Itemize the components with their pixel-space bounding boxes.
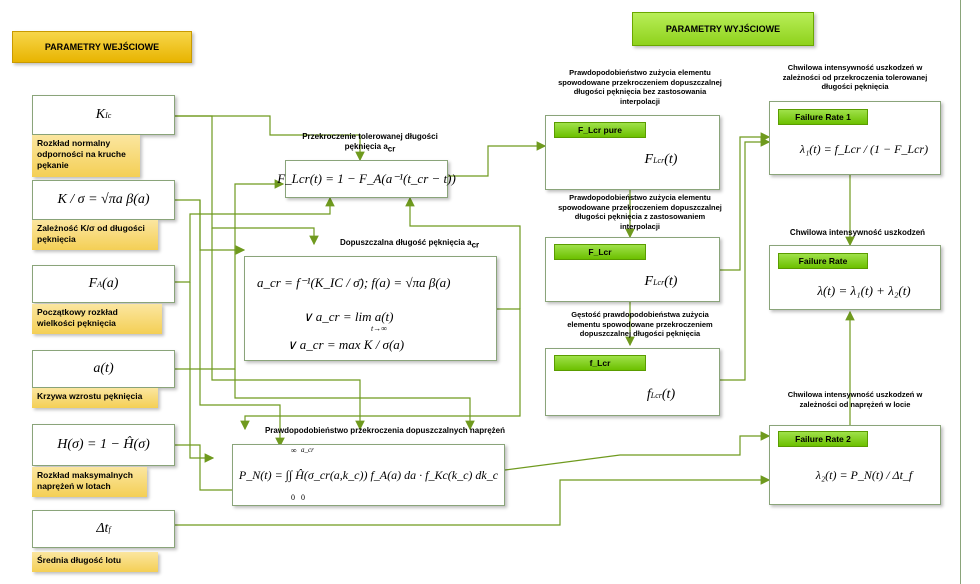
pn-formula: P_N(t) = ∫∫ Ĥ(σ_cr(a,k_c)) f_A(a) da · f… — [238, 467, 499, 482]
exceed-caption-sub: cr — [387, 144, 396, 154]
out-fpure-formula-main: F — [644, 152, 654, 167]
out-flcr-formula-main: F — [644, 274, 654, 289]
acr-line2-limit: t→∞ — [371, 324, 387, 333]
out-fr-tag: Failure Rate — [778, 253, 868, 269]
pn-caption: Prawdopodobieństwo przekroczenia dopuszc… — [264, 426, 506, 435]
out-fr2-caption: Chwilowa intensywność uszkodzeń w zależn… — [787, 390, 923, 409]
wire-fa-exceed — [175, 196, 335, 283]
output-params-header-text: PARAMETRY WYJŚCIOWE — [665, 24, 781, 34]
wire-dt-fr2 — [175, 475, 771, 526]
wire-fa-pn — [189, 282, 215, 463]
input-dt-label: Średnia długość lotu — [32, 552, 158, 572]
right-border — [960, 0, 961, 584]
input-kic-sub: Ic — [105, 110, 112, 120]
input-ksigma-label: Zależność K/σ od długości pęknięcia — [32, 220, 158, 250]
input-kic-label: Rozkład normalny odporności na kruche pę… — [32, 135, 140, 177]
pn-limit-inner: a_cr — [301, 446, 314, 454]
input-fa-formula: F — [88, 276, 98, 291]
output-params-header: PARAMETRY WYJŚCIOWE — [632, 12, 814, 46]
exceed-formula: F_Lcr(t) = 1 − F_A(a⁻¹(t_cr − t)) — [277, 171, 456, 186]
out-flcr-formula-suffix: (t) — [664, 274, 678, 289]
wire-h-pn — [175, 444, 254, 495]
wire-kic-pn — [211, 228, 365, 431]
input-ksigma-box: K / σ = √πa β(a) — [32, 180, 175, 220]
wire-group — [175, 115, 855, 526]
input-h-box: H(σ) = 1 − Ĥ(σ) — [32, 424, 175, 466]
input-fa-suffix: (a) — [102, 276, 119, 291]
input-dt-formula: Δt — [96, 521, 109, 536]
out-flcr-tag: F_Lcr — [554, 244, 646, 260]
wire-acr-exceed — [405, 196, 521, 309]
input-fa-sub: A — [97, 279, 103, 289]
pn-lower-inner: 0 — [301, 493, 305, 502]
out-flcr-small-formula-suffix: (t) — [661, 387, 676, 402]
exceed-caption-text: Przekroczenie tolerowanej długości pękni… — [302, 132, 438, 151]
out-fr1-box: Failure Rate 1 λ₁(t) = f_Lcr / (1 − F_Lc… — [769, 101, 941, 175]
acr-formula-box: a_cr = f⁻¹(K_IC / σ̄); f(a) = √πa β(a) ∨… — [244, 256, 497, 361]
wire-at-exceed — [175, 179, 285, 370]
wire-ksigma-pn — [175, 199, 285, 448]
out-fr-caption: Chwilowa intensywność uszkodzeń — [789, 228, 926, 237]
input-h-formula: H(σ) = 1 − Ĥ(σ) — [57, 437, 150, 452]
input-dt-sub: f — [108, 524, 111, 534]
input-fa-label: Początkowy rozkład wielkości pęknięcia — [32, 304, 162, 334]
input-params-header-text: PARAMETRY WEJŚCIOWE — [44, 42, 160, 52]
out-fr2-box: Failure Rate 2 λ₂(t) = P_N(t) / Δt_f — [769, 425, 941, 505]
pn-formula-box: P_N(t) = ∫∫ Ĥ(σ_cr(a,k_c)) f_A(a) da · f… — [232, 444, 505, 506]
wire-exceed-fpure — [448, 141, 547, 177]
out-fr-box: Failure Rate λ(t) = λ₁(t) + λ₂(t) — [769, 245, 941, 310]
out-fr2-formula: λ₂(t) = P_N(t) / Δt_f — [815, 467, 913, 482]
out-fr1-caption: Chwilowa intensywność uszkodzeń w zależn… — [782, 63, 928, 91]
out-fpure-formula-suffix: (t) — [664, 152, 678, 167]
input-ksigma-formula: K / σ = √πa β(a) — [57, 192, 150, 207]
acr-caption-sub: cr — [471, 240, 480, 250]
exceed-formula-box: F_Lcr(t) = 1 − F_A(a⁻¹(t_cr − t)) — [277, 160, 456, 198]
out-flcr-caption: Prawdopodobieństwo zużycia elementu spow… — [558, 193, 722, 231]
out-fpure-formula-sub: Lcr — [653, 155, 665, 165]
pn-limit-outer: ∞ — [291, 446, 297, 455]
out-flcr-small-formula-main: f — [646, 387, 651, 402]
out-fr1-tag: Failure Rate 1 — [778, 109, 868, 125]
out-flcr-small-caption: Gęstość prawdopodobieństwa zużycia eleme… — [567, 310, 713, 338]
input-kic-formula: K — [95, 107, 106, 122]
wire-kic-exceed — [175, 115, 365, 162]
wire-acr-pn — [240, 308, 521, 431]
acr-caption-text: Dopuszczalna długość pęknięcia a — [340, 238, 472, 247]
out-fpure-tag: F_Lcr pure — [554, 122, 646, 138]
acr-line1: a_cr = f⁻¹(K_IC / σ̄); f(a) = √πa β(a) — [257, 275, 451, 290]
out-fr1-formula: λ₁(t) = f_Lcr / (1 − F_Lcr) — [799, 141, 929, 156]
acr-line2: ∨ a_cr = lim a(t) — [303, 309, 394, 324]
out-fr-formula: λ(t) = λ₁(t) + λ₂(t) — [817, 283, 911, 298]
wire-ksigma-acr — [199, 200, 246, 255]
input-params-header: PARAMETRY WEJŚCIOWE — [12, 31, 192, 63]
out-fpure-caption: Prawdopodobieństwo zużycia elementu spow… — [558, 68, 722, 106]
wire-pn-fr2 — [504, 431, 771, 471]
input-h-label: Rozkład maksymalnych naprężeń w lotach — [32, 467, 147, 497]
input-at-formula: a(t) — [93, 361, 114, 376]
wire-flcr-small-fr1 — [720, 137, 771, 381]
out-flcr-formula-sub: Lcr — [653, 277, 665, 287]
out-fr2-tag: Failure Rate 2 — [778, 431, 868, 447]
out-flcr-small-tag: f_Lcr — [554, 355, 646, 371]
wire-at-pn — [234, 369, 475, 431]
out-flcr-small-formula-sub: Lcr — [650, 390, 662, 400]
exceed-caption: Przekroczenie tolerowanej długości pękni… — [290, 132, 450, 155]
input-at-box: a(t) — [32, 350, 175, 388]
input-at-label: Krzywa wzrostu pęknięcia — [32, 388, 158, 408]
acr-caption: Dopuszczalna długość pęknięcia acr — [340, 238, 500, 251]
wire-flcr-fr1 — [720, 132, 771, 271]
acr-line3: ∨ a_cr = max K / σ(a) — [287, 337, 405, 352]
pn-lower-outer: 0 — [291, 493, 295, 502]
